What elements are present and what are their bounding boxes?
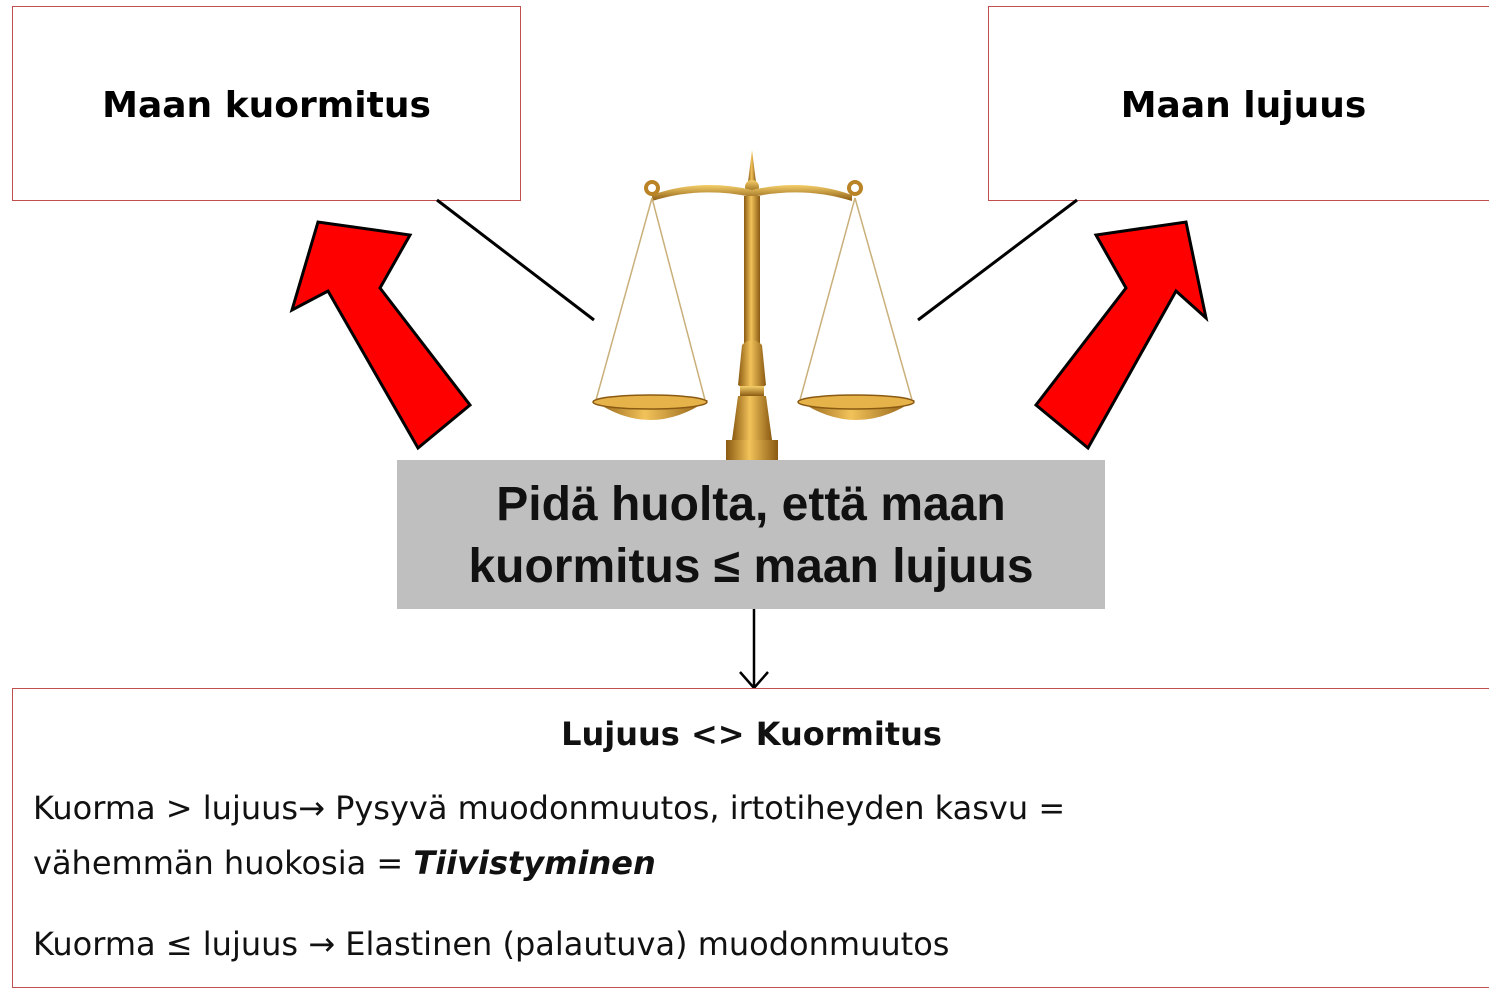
banner-line-1: Pidä huolta, että maan bbox=[496, 478, 1006, 531]
red-arrow-icon bbox=[1033, 220, 1209, 451]
box-title-left: Maan kuormitus bbox=[102, 85, 431, 126]
center-banner: Pidä huolta, että maan kuormitus ≤ maan … bbox=[397, 460, 1105, 609]
rule-line-2: Kuorma ≤ lujuus → Elastinen (palautuva) … bbox=[33, 925, 949, 963]
banner-line-2: kuormitus ≤ maan lujuus bbox=[468, 540, 1034, 593]
rule-line-1: Kuorma > lujuus→ Pysyvä muodonmuutos, ir… bbox=[33, 789, 1065, 827]
rule-1-result: Pysyvä muodonmuutos, irtotiheyden kasvu … bbox=[324, 789, 1066, 827]
red-arrow-icon bbox=[289, 220, 473, 451]
rule-2-condition: Kuorma ≤ lujuus bbox=[33, 925, 309, 963]
down-arrow-icon bbox=[739, 609, 769, 690]
rule-1-result-continued: vähemmän huokosia = bbox=[33, 844, 414, 882]
tiivistyminen-term: Tiivistyminen bbox=[413, 844, 656, 882]
bottom-explanation-box: Lujuus <> Kuormitus Kuorma > lujuus→ Pys… bbox=[12, 688, 1489, 988]
box-maan-lujuus: Maan lujuus bbox=[988, 6, 1489, 201]
box-maan-kuormitus: Maan kuormitus bbox=[12, 6, 521, 201]
scales-of-justice-icon bbox=[592, 150, 915, 460]
arrow-icon: → bbox=[308, 925, 336, 963]
rule-1-condition: Kuorma > lujuus bbox=[33, 789, 299, 827]
rule-2-result: Elastinen (palautuva) muodonmuutos bbox=[335, 925, 950, 963]
bottom-title: Lujuus <> Kuormitus bbox=[561, 715, 942, 753]
arrow-icon: → bbox=[298, 789, 325, 827]
rule-line-1-continued: vähemmän huokosia = Tiivistyminen bbox=[33, 844, 656, 882]
box-title-right: Maan lujuus bbox=[1120, 85, 1367, 126]
connector-left bbox=[436, 198, 595, 322]
connector-right bbox=[917, 198, 1078, 322]
